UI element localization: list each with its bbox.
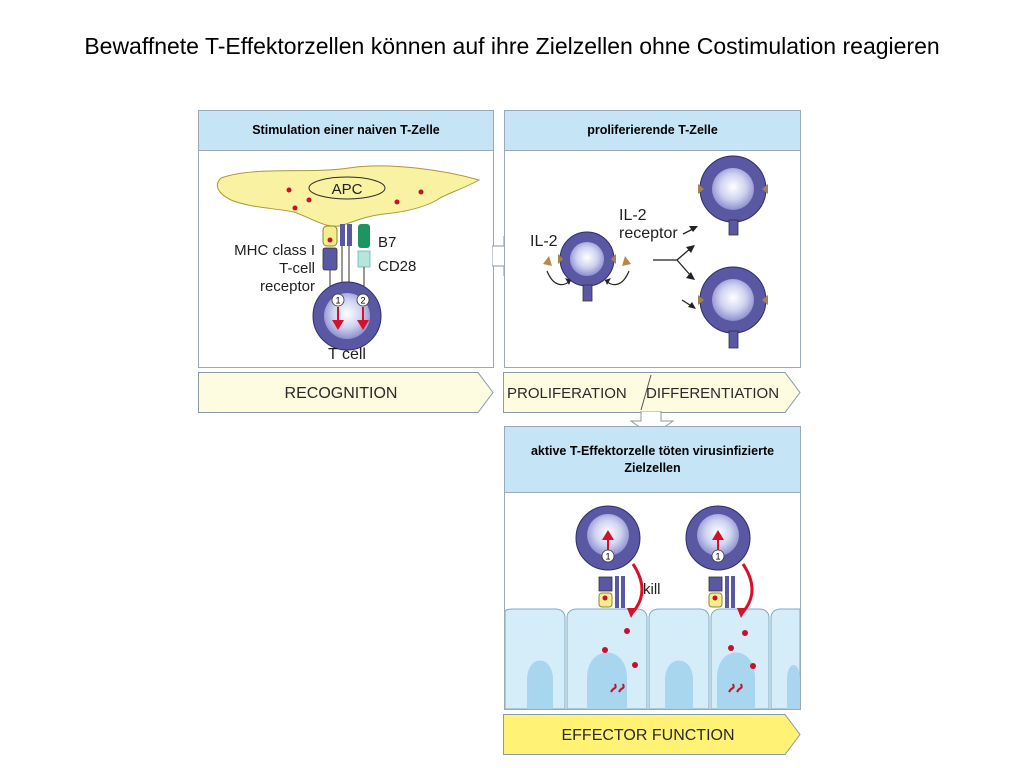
virus-particle: [624, 628, 630, 634]
t-cell-receptor-label-line1: T-cell: [279, 260, 315, 277]
kill-label: kill: [643, 581, 661, 598]
signal-arrow: [712, 530, 724, 540]
peptide-dot: [327, 237, 333, 243]
il2-receptor: [558, 254, 563, 264]
signal-arrow: [602, 530, 614, 540]
virus-particle: [728, 645, 734, 651]
effector-function-label: EFFECTOR FUNCTION: [561, 727, 734, 744]
coreceptor: [731, 576, 735, 608]
proliferation-label: PROLIFERATION: [507, 385, 627, 402]
coreceptor: [340, 224, 345, 246]
proliferation-illustration: IL-2 IL-2 receptor: [530, 155, 768, 349]
signal-1-number: 1: [715, 552, 720, 562]
il2-receptor: [762, 295, 768, 305]
apc-peptide-dot: [418, 189, 424, 195]
recognition-banner: RECOGNITION: [198, 372, 494, 413]
signal-2-number: 2: [360, 296, 365, 306]
recognition-label: RECOGNITION: [285, 385, 398, 402]
coreceptor: [621, 576, 625, 608]
il2-receptor: [611, 254, 616, 264]
slide-title: Bewaffnete T-Effektorzellen können auf i…: [84, 33, 940, 59]
il2-molecule: [622, 256, 631, 266]
apc-peptide-dot: [394, 199, 400, 205]
peptide-dot: [712, 595, 718, 601]
cd28-molecule: [357, 250, 371, 268]
target-epithelium: [505, 608, 800, 709]
viral-rna: [728, 683, 743, 693]
apc-nucleus: [308, 176, 386, 200]
stimulation-panel-header: Stimulation einer naiven T-Zelle: [199, 111, 493, 151]
virus-particle: [602, 647, 608, 653]
apc-peptide-dot: [292, 205, 298, 211]
t-cell-nucleus: [712, 168, 754, 210]
signal-1-marker: [331, 293, 345, 307]
apc-peptide-dot: [306, 197, 312, 203]
t-cell-receptor: [728, 219, 739, 236]
cd28-label: CD28: [378, 258, 416, 275]
b7-molecule: [358, 224, 370, 248]
t-cell-nucleus: [570, 242, 604, 276]
t-cell-nucleus: [712, 279, 754, 321]
t-cell-receptor: [582, 284, 593, 302]
t-cell-receptor: [598, 576, 613, 592]
effector-panel-header: aktive T-Effektorzelle töten virusinfizi…: [505, 427, 800, 493]
signal-2-marker: [356, 293, 370, 307]
stimulation-panel: Stimulation einer naiven T-Zelle APC: [198, 110, 494, 368]
il2-receptor: [698, 184, 704, 194]
differentiation-label: DIFFERENTIATION: [646, 385, 779, 402]
proliferation-panel-header: proliferierende T-Zelle: [505, 111, 800, 151]
signal-1-number: 1: [335, 296, 340, 306]
b7-label: B7: [378, 234, 396, 251]
viral-rna: [610, 683, 625, 693]
peptide-dot: [602, 595, 608, 601]
coreceptor: [615, 576, 619, 608]
t-cell-receptor: [322, 247, 338, 271]
signal-1-marker: [601, 549, 615, 563]
virus-particle: [632, 662, 638, 668]
virus-particle: [750, 663, 756, 669]
apc-label: APC: [332, 181, 363, 198]
il2-label: IL-2: [530, 233, 558, 250]
signal-2-arrow: [357, 320, 369, 330]
virus-particle: [742, 630, 748, 636]
signal-1-number: 1: [605, 552, 610, 562]
il2-receptor: [762, 184, 768, 194]
il2-receptor-label-line2: receptor: [619, 225, 678, 242]
proliferation-banner: PROLIFERATION DIFFERENTIATION: [503, 372, 801, 413]
il2-receptor-label-line1: IL-2: [619, 207, 647, 224]
stimulation-illustration: APC MHC class I T-cell receptor B7 CD28 …: [216, 165, 481, 363]
t-cell-label: T cell: [328, 346, 366, 363]
proliferation-panel: proliferierende T-Zelle IL-2 IL-2 recept…: [504, 110, 801, 368]
il2-receptor: [698, 295, 704, 305]
kill-arrow: [631, 563, 644, 613]
coreceptor: [725, 576, 729, 608]
effector-panel: aktive T-Effektorzelle töten virusinfizi…: [504, 426, 801, 710]
il2-molecule: [543, 256, 552, 266]
effector-function-banner: EFFECTOR FUNCTION: [503, 714, 801, 755]
effector-illustration: 1 kill 1: [505, 505, 800, 709]
kill-arrow: [741, 563, 754, 613]
signal-1-marker: [711, 549, 725, 563]
mhc-class-i-molecule: [322, 225, 338, 247]
signal-1-arrow: [332, 320, 344, 330]
coreceptor: [347, 224, 352, 246]
t-cell-receptor: [708, 576, 723, 592]
mhc-class-i-label: MHC class I: [234, 242, 315, 259]
t-cell-receptor-label-line2: receptor: [260, 278, 315, 295]
apc-peptide-dot: [286, 187, 292, 193]
t-cell-receptor: [728, 330, 739, 349]
